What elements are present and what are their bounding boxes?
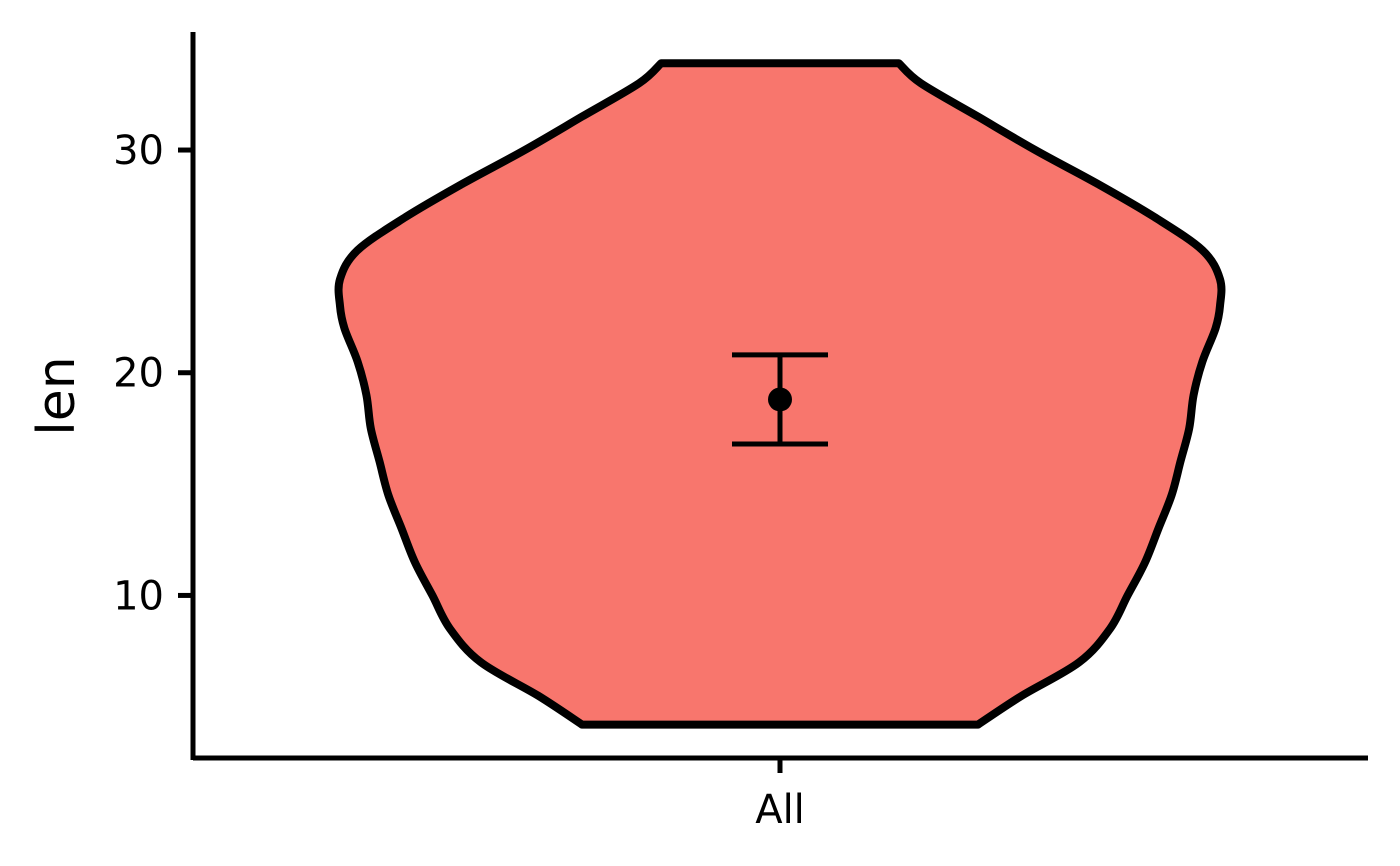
x-axis-ticks: All	[755, 758, 805, 833]
y-tick-label-10: 10	[113, 573, 164, 619]
y-tick-label-30: 30	[113, 128, 164, 174]
y-axis-title: len	[27, 356, 87, 435]
x-tick-label-0: All	[755, 787, 805, 833]
mean-point	[768, 387, 792, 412]
y-axis-ticks: 10 20 30	[113, 128, 193, 619]
plot-area	[334, 59, 1226, 729]
y-tick-label-20: 20	[113, 351, 164, 397]
